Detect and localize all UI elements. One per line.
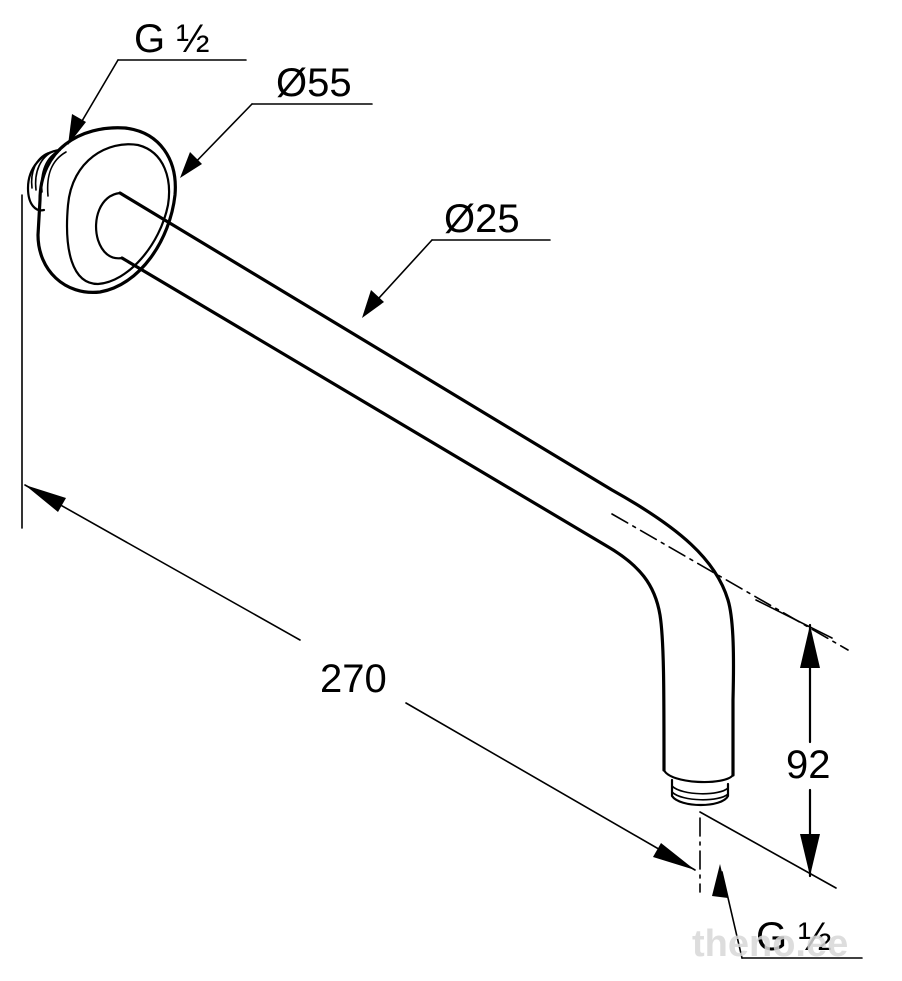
- pipe-diameter-label: Ø25: [444, 197, 520, 241]
- drop-label: 92: [786, 743, 831, 787]
- thread-top-label: G ½: [134, 17, 210, 61]
- wall-flange: [26, 126, 177, 294]
- thread-bottom-label: G ½: [756, 915, 832, 959]
- leader-flange-diameter: [180, 103, 373, 178]
- length-label: 270: [320, 657, 387, 701]
- dimension-drop: [699, 599, 837, 889]
- leader-thread-top: [68, 59, 247, 145]
- dimension-length: [24, 484, 696, 871]
- leader-thread-bottom: [712, 864, 863, 959]
- leader-pipe-diameter: [362, 239, 551, 318]
- pipe-arm: [94, 191, 736, 806]
- watermark-text: theno.ee: [692, 923, 848, 965]
- pipe-centre-line: [611, 513, 849, 651]
- flange-diameter-label: Ø55: [276, 61, 352, 105]
